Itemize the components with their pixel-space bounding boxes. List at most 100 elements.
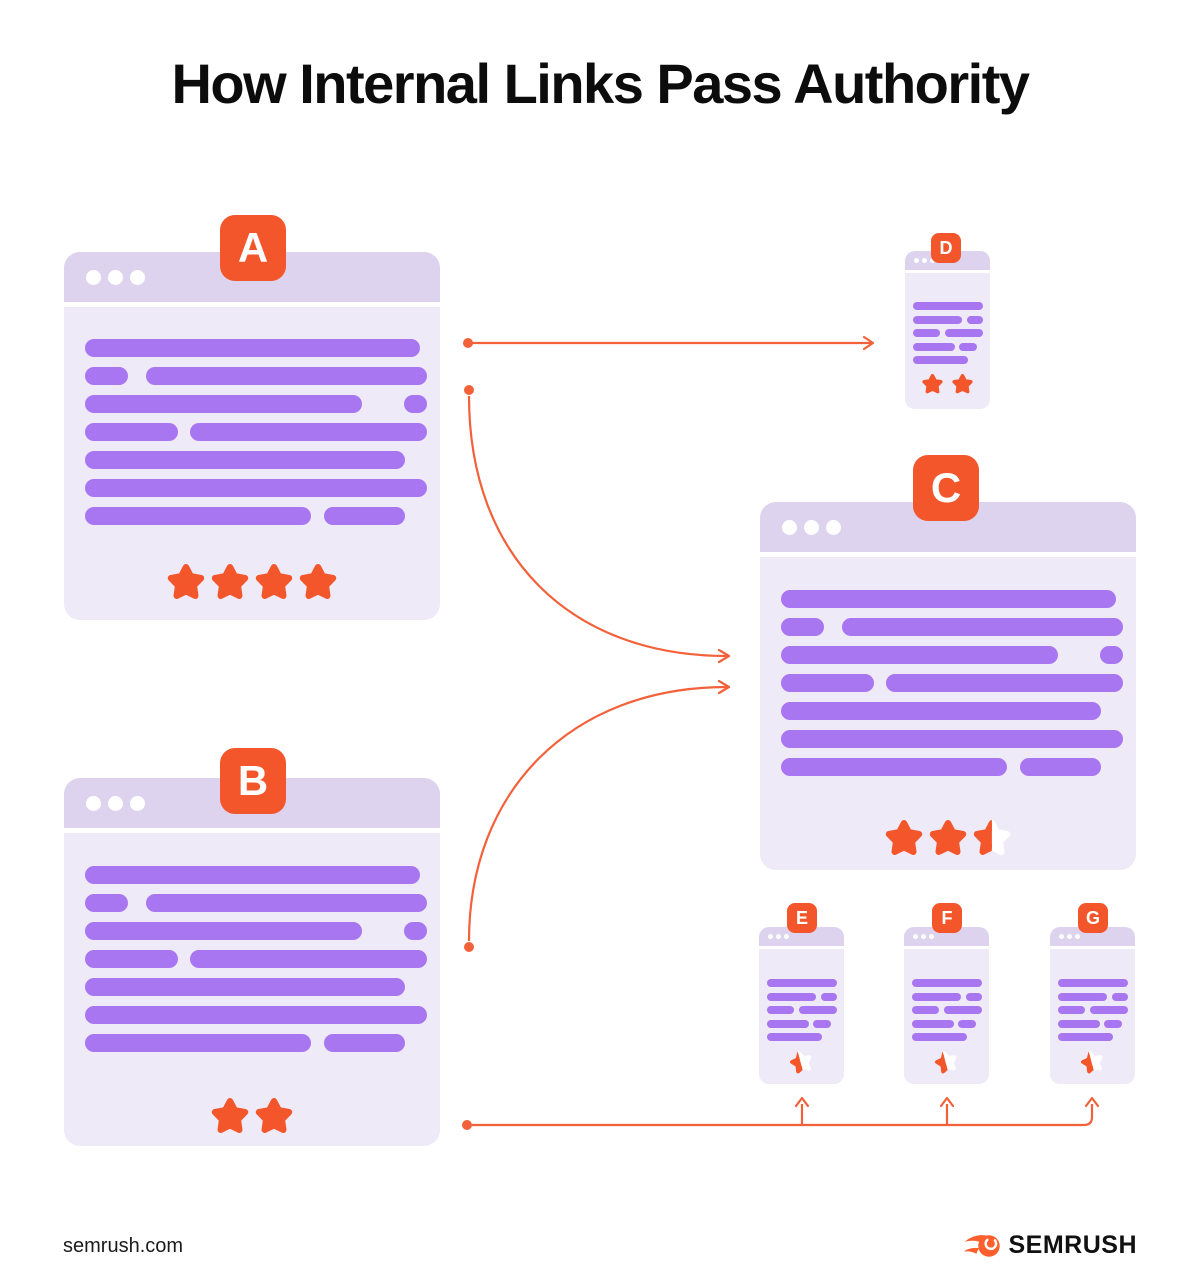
titlebar-dot [108,795,123,811]
titlebar-dot [1059,934,1064,939]
text-line [145,367,427,385]
half-star-icon [1081,1051,1103,1074]
page-window-f: F [904,903,989,1084]
titlebar-dot [804,519,819,535]
text-line [85,866,421,884]
text-lines [781,590,1123,786]
text-line [85,1006,427,1024]
text-line [1058,1019,1100,1028]
text-line [781,758,1007,776]
text-line [85,367,129,385]
text-line [1111,992,1128,1001]
text-line [781,646,1059,664]
page-window-g: G [1050,903,1135,1084]
star-icon [922,374,943,394]
star-icon [255,1098,293,1133]
star-icon [211,1098,249,1133]
text-line [1100,646,1123,664]
page-title: How Internal Links Pass Authority [171,52,1030,115]
titlebar-dot [86,795,101,811]
titlebar-dot [1075,934,1080,939]
titlebar-dot [1067,934,1072,939]
text-line [85,339,421,357]
window-badge-g: G [1078,903,1108,933]
text-line [85,1034,311,1052]
half-star-icon [973,820,1011,855]
window-titlebar [759,927,844,946]
star-icon [255,564,293,599]
star-icon [952,374,973,394]
text-line [1089,1006,1128,1014]
text-line [913,315,962,324]
page-window-a: A [64,215,440,620]
text-line [85,451,405,469]
star-rating [64,1096,440,1138]
window-badge-f: F [932,903,962,933]
text-line [85,423,179,441]
text-line [913,329,941,337]
text-line [966,315,983,324]
star-rating [759,1049,844,1076]
window-body [905,273,990,409]
star-icon [167,564,205,599]
text-line [798,1006,837,1014]
window-badge-a: A [220,215,286,281]
titlebar-dot [768,934,773,939]
star-icon [211,564,249,599]
titlebar-dot [782,519,797,535]
text-line [965,992,982,1001]
text-line [885,674,1123,692]
titlebar-dot [784,934,789,939]
half-star-icon [790,1051,812,1074]
window-titlebar [904,927,989,946]
text-line [189,950,427,968]
semrush-logo: SEMRUSH [963,1231,1137,1260]
titlebar-dot [130,269,145,285]
link-arrow-a-to-c [464,385,731,664]
text-lines [85,866,427,1062]
page-window-d: D [905,233,990,409]
text-line [324,1034,406,1052]
text-line [85,507,311,525]
text-line [912,1006,940,1014]
half-star-icon [935,1051,957,1074]
text-line [85,479,427,497]
titlebar-dot [921,934,926,939]
star-rating [905,372,990,397]
text-line [781,590,1117,608]
text-line [85,894,129,912]
text-line [820,992,837,1001]
link-arrow-a-to-d [463,335,875,351]
window-titlebar [1050,927,1135,946]
titlebar-dot [922,258,927,263]
text-line [912,992,961,1001]
titlebar-dot [914,258,919,263]
titlebar-dot [130,795,145,811]
text-line [1020,758,1102,776]
star-icon [299,564,337,599]
text-line [767,979,837,987]
star-rating [760,818,1136,860]
text-lines [912,979,982,1047]
text-line [912,979,982,987]
text-line [1103,1019,1122,1028]
link-arrow-b-to-c [464,679,731,952]
text-lines [85,339,427,535]
text-line [324,507,406,525]
titlebar-dot [108,269,123,285]
semrush-logo-text: SEMRUSH [1008,1231,1137,1259]
text-line [912,1019,954,1028]
text-line [781,674,875,692]
text-line [767,1033,823,1041]
text-line [912,1033,968,1041]
star-icon [885,820,923,855]
text-line [85,922,363,940]
text-line [767,1019,809,1028]
window-badge-e: E [787,903,817,933]
text-line [957,1019,976,1028]
source-url: semrush.com [63,1235,184,1257]
text-lines [913,302,983,370]
text-line [781,730,1123,748]
text-line [943,1006,982,1014]
